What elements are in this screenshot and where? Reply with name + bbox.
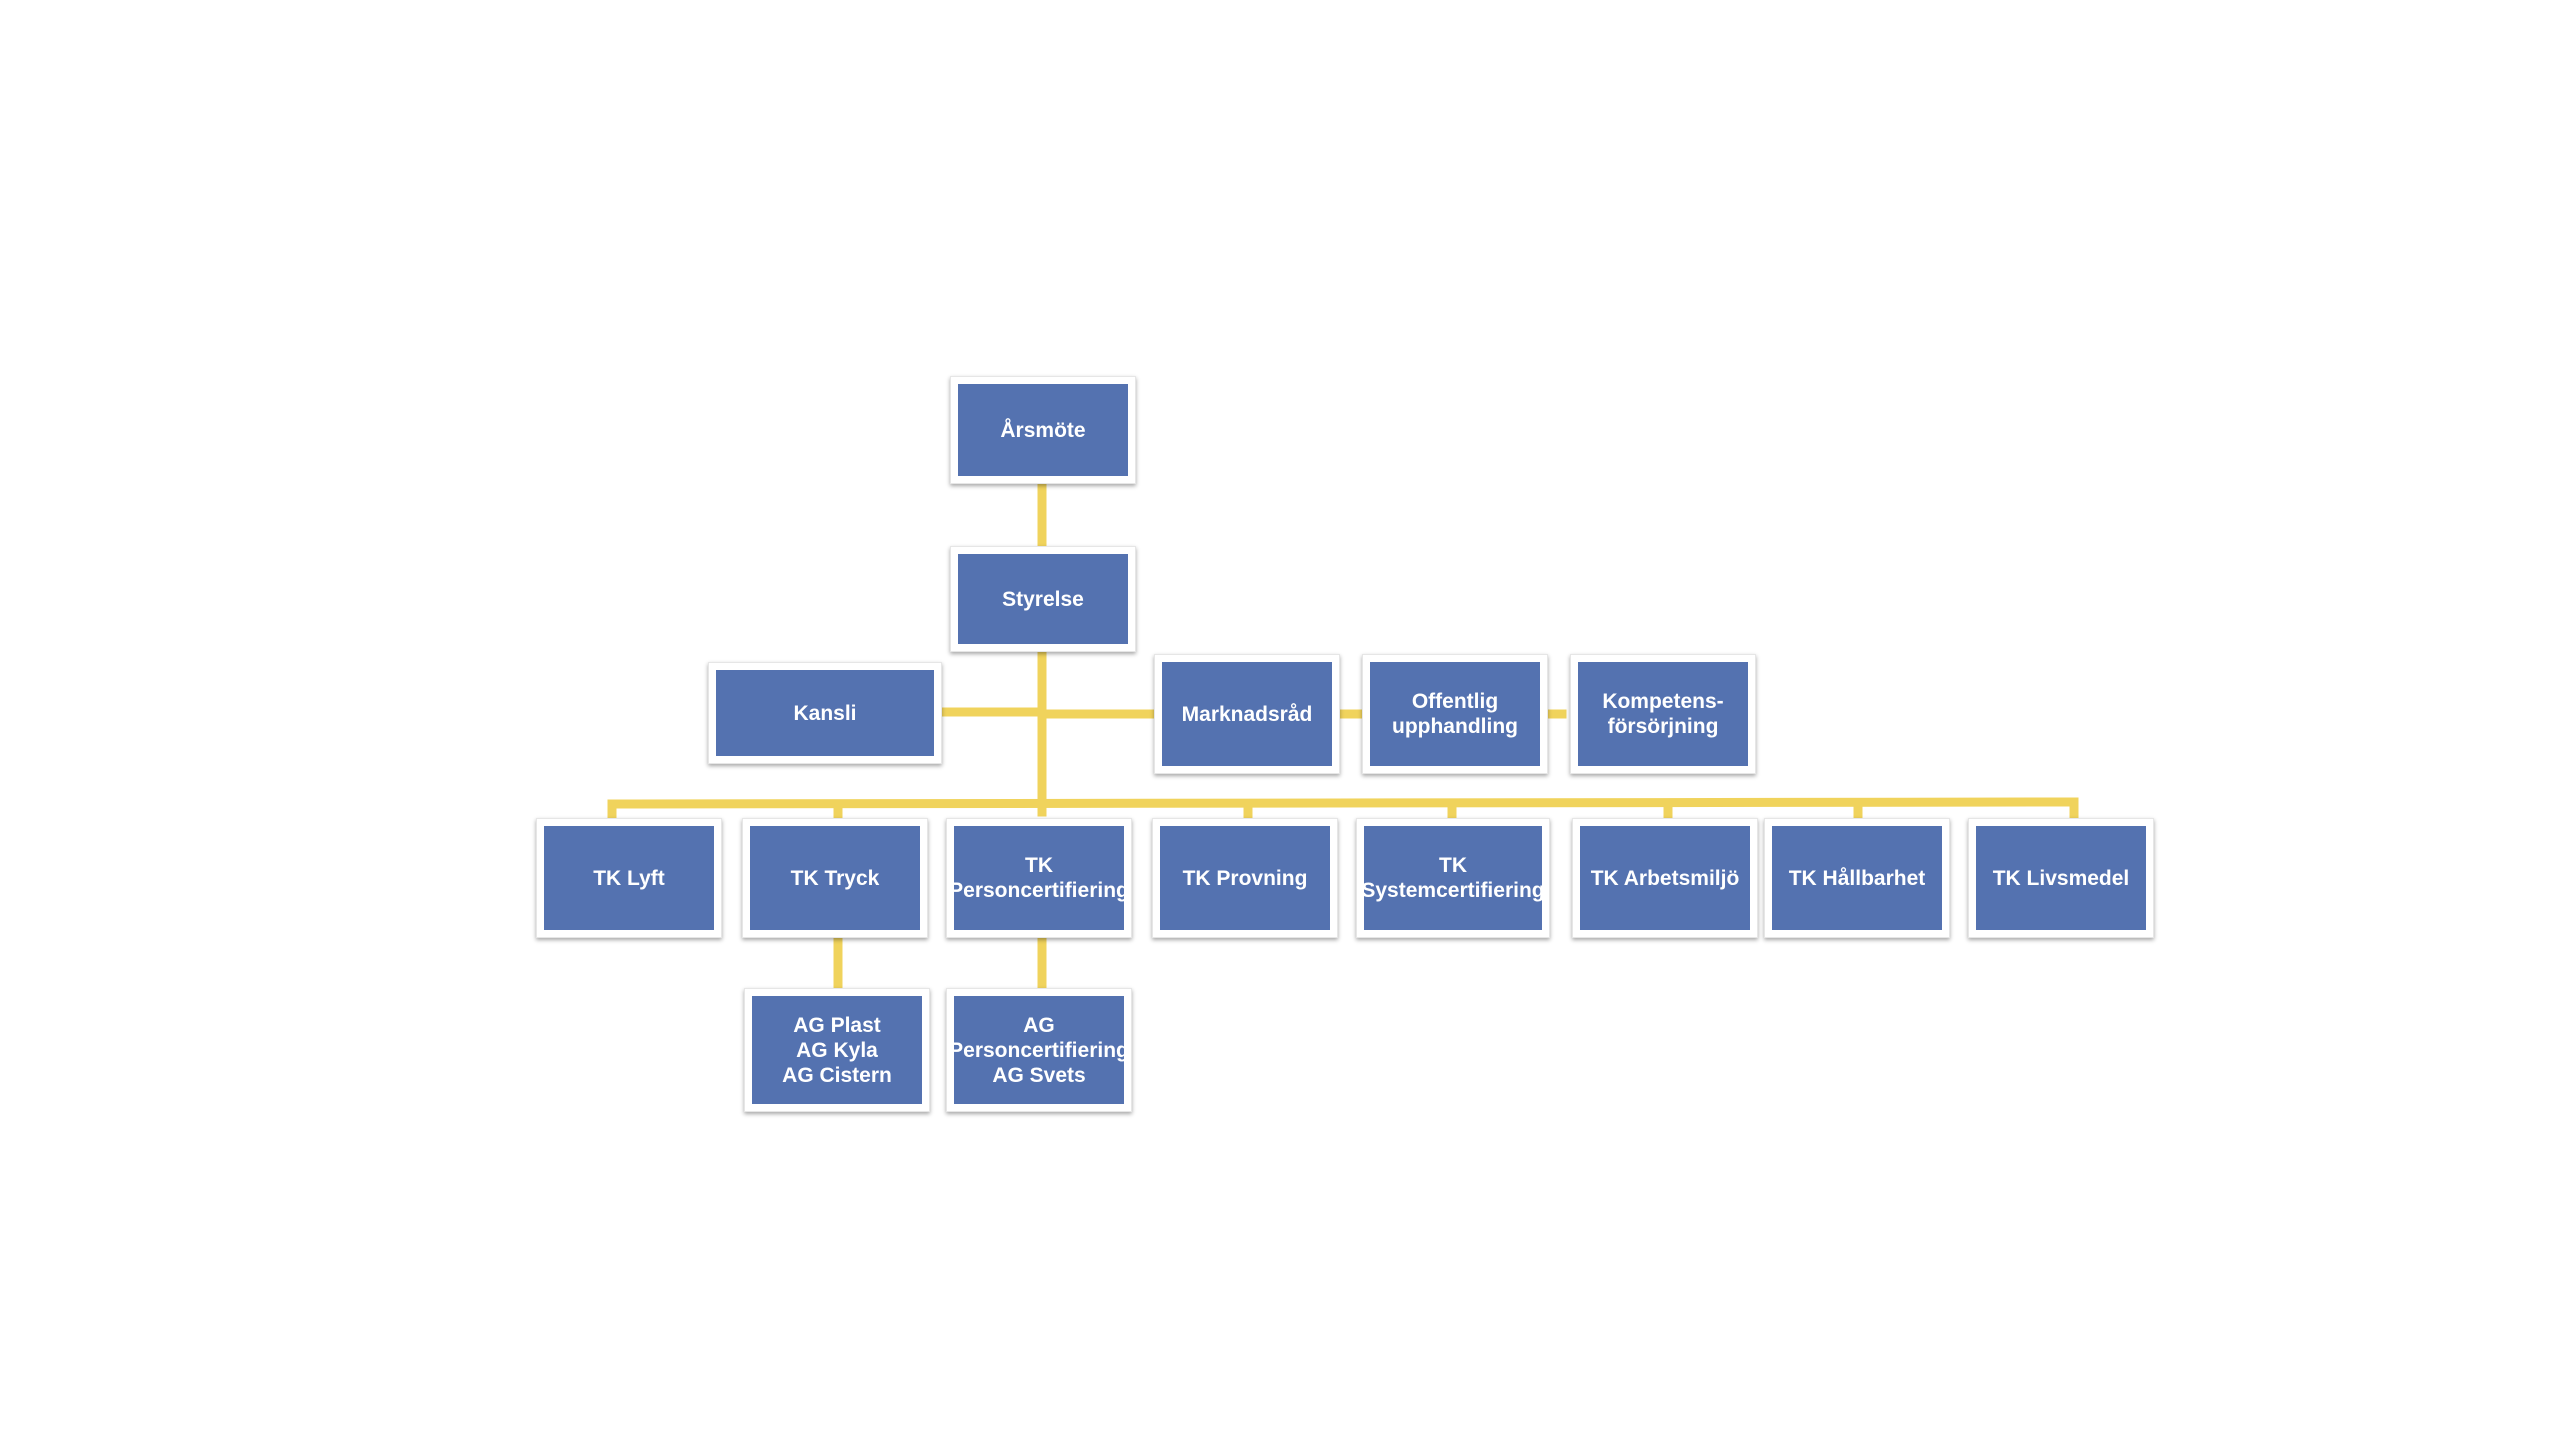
node-tk-systemcertifiering: TK Systemcertifiering [1356,818,1550,938]
node-label-styrelse: Styrelse [958,554,1128,644]
node-tk-tryck: TK Tryck [742,818,928,938]
connector-tk-bus [607,797,2079,809]
node-kompetensforsorjning: Kompetens- försörjning [1570,654,1756,774]
node-label-tk-hallbarhet: TK Hållbarhet [1772,826,1942,930]
node-tk-arbetsmiljo: TK Arbetsmiljö [1572,818,1758,938]
node-tk-hallbarhet: TK Hållbarhet [1764,818,1950,938]
node-label-tk-systemcertifiering: TK Systemcertifiering [1361,826,1545,930]
node-label-tk-livsmedel: TK Livsmedel [1976,826,2146,930]
node-tk-lyft: TK Lyft [536,818,722,938]
node-ag-tryck-group: AG Plast AG Kyla AG Cistern [744,988,930,1112]
node-marknadsrad: Marknadsråd [1154,654,1340,774]
node-label-offentlig-upphandling: Offentlig upphandling [1370,662,1540,766]
node-ag-person-group: AG Personcertifiering AG Svets [946,988,1132,1112]
node-label-tk-personcertifiering: TK Personcertifiering [949,826,1129,930]
node-tk-personcertifiering: TK Personcertifiering [946,818,1132,938]
node-label-kompetensforsorjning: Kompetens- försörjning [1578,662,1748,766]
node-label-tk-provning: TK Provning [1160,826,1330,930]
node-label-tk-tryck: TK Tryck [750,826,920,930]
node-offentlig-upphandling: Offentlig upphandling [1362,654,1548,774]
node-label-tk-arbetsmiljo: TK Arbetsmiljö [1580,826,1750,930]
node-kansli: Kansli [708,662,942,764]
node-label-arsmote: Årsmöte [958,384,1128,476]
node-tk-provning: TK Provning [1152,818,1338,938]
node-arsmote: Årsmöte [950,376,1136,484]
node-label-ag-person-group: AG Personcertifiering AG Svets [949,996,1129,1104]
node-label-tk-lyft: TK Lyft [544,826,714,930]
node-label-ag-tryck-group: AG Plast AG Kyla AG Cistern [752,996,922,1104]
node-tk-livsmedel: TK Livsmedel [1968,818,2154,938]
node-styrelse: Styrelse [950,546,1136,652]
node-label-marknadsrad: Marknadsråd [1162,662,1332,766]
node-label-kansli: Kansli [716,670,934,756]
